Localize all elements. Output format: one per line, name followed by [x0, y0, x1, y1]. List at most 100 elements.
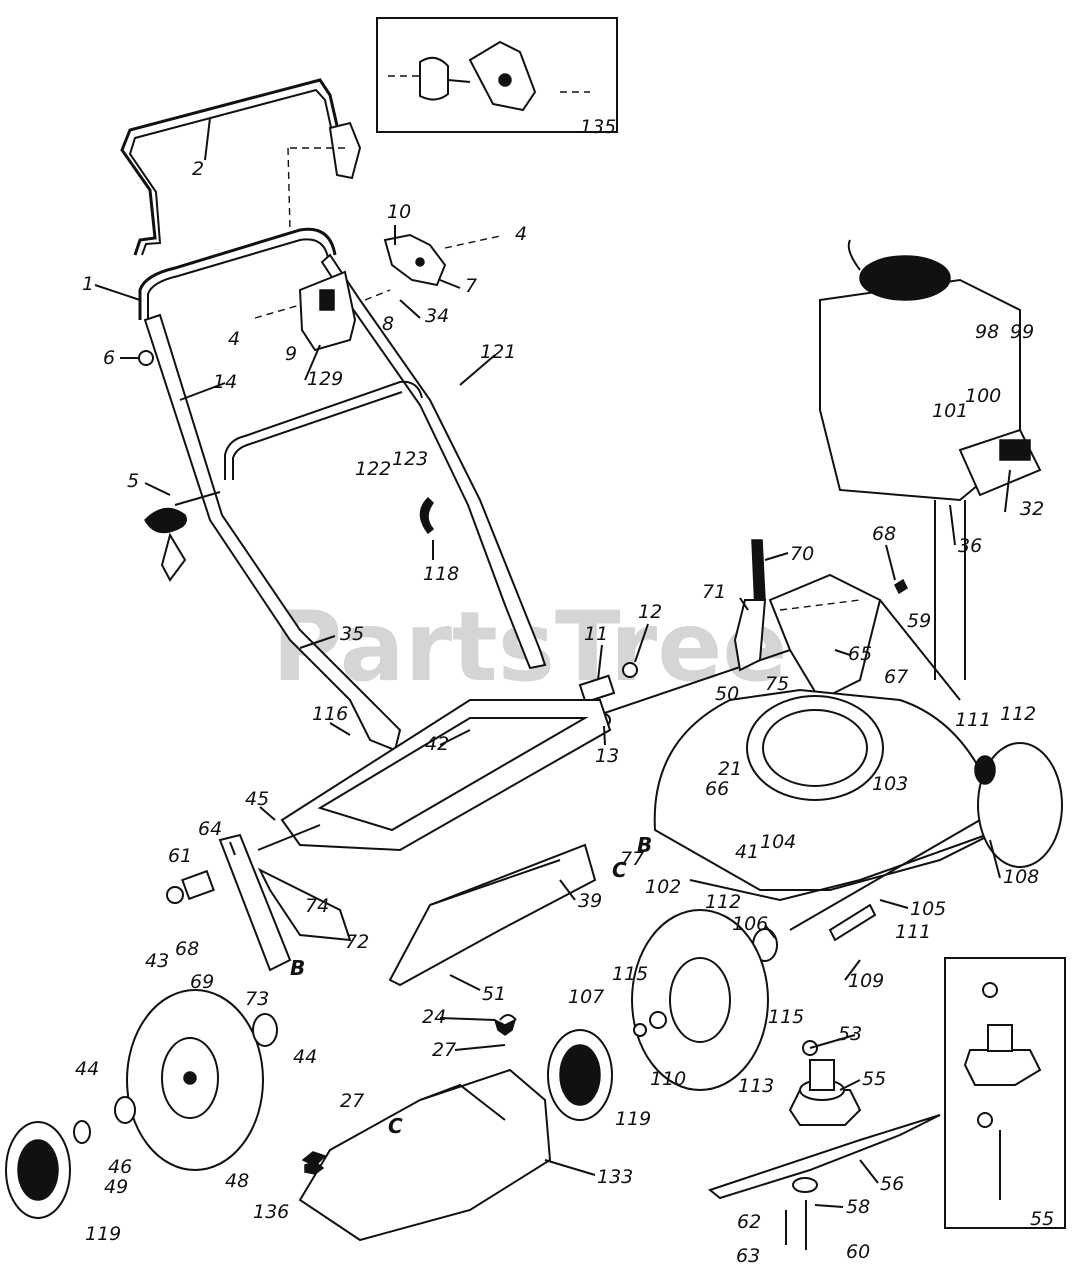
rear-wheel-left — [114, 989, 278, 1171]
part-label-43: 43 — [145, 950, 169, 972]
part-label-61: 61 — [168, 845, 192, 867]
part-label-103: 103 — [872, 773, 908, 795]
part-label-2: 2 — [192, 158, 204, 180]
part-label-55-inset: 55 — [1030, 1208, 1054, 1230]
part-label-c-deck: C — [612, 858, 627, 882]
part-label-75: 75 — [765, 673, 789, 695]
part-label-110: 110 — [650, 1068, 686, 1090]
part-label-53: 53 — [838, 1023, 862, 1045]
part-label-119-left: 119 — [85, 1223, 121, 1245]
inset-box-135 — [376, 17, 618, 133]
part-label-34: 34 — [425, 305, 449, 327]
part-label-24: 24 — [422, 1006, 446, 1028]
part-label-6: 6 — [103, 347, 115, 369]
part-label-35: 35 — [340, 623, 364, 645]
part-label-108: 108 — [1003, 866, 1039, 888]
part-label-1: 1 — [82, 273, 94, 295]
part-label-14: 14 — [213, 371, 237, 393]
part-label-68-top: 68 — [872, 523, 896, 545]
upper-handle — [120, 78, 362, 256]
part-label-44-right: 44 — [293, 1046, 317, 1068]
part-label-5: 5 — [127, 470, 139, 492]
hubcap-left — [5, 1120, 91, 1219]
lower-handle-left — [143, 313, 402, 752]
part-label-107: 107 — [568, 986, 604, 1008]
part-label-32: 32 — [1020, 498, 1044, 520]
part-label-136: 136 — [253, 1201, 289, 1223]
leader-lines — [94, 117, 1011, 1208]
part-label-72: 72 — [345, 931, 369, 953]
part-label-45: 45 — [245, 788, 269, 810]
part-label-21: 21 — [718, 758, 742, 780]
part-label-48: 48 — [225, 1170, 249, 1192]
part-label-62: 62 — [737, 1211, 761, 1233]
part-label-111-top: 111 — [955, 709, 991, 731]
part-label-123: 123 — [392, 448, 428, 470]
mower-deck — [653, 688, 1022, 902]
front-wheel — [631, 909, 769, 1091]
rear-wheel-right — [974, 742, 1063, 868]
part-label-66: 66 — [705, 778, 729, 800]
part-label-104: 104 — [760, 831, 796, 853]
part-label-46: 46 — [108, 1156, 132, 1178]
part-label-135: 135 — [580, 116, 616, 138]
part-label-49: 49 — [104, 1176, 128, 1198]
handle-crossbar — [224, 380, 423, 480]
part-label-122: 122 — [355, 458, 391, 480]
part-label-12: 12 — [638, 601, 662, 623]
part-label-119-center: 119 — [615, 1108, 651, 1130]
rear-flap — [298, 1014, 552, 1242]
throttle-bracket — [364, 233, 501, 301]
control-box — [254, 270, 357, 352]
part-label-50: 50 — [715, 683, 739, 705]
part-label-65: 65 — [848, 643, 872, 665]
blade — [707, 1114, 941, 1250]
part-label-41: 41 — [735, 841, 759, 863]
part-label-60: 60 — [846, 1241, 870, 1263]
handle-knob — [138, 350, 221, 582]
part-label-64: 64 — [198, 818, 222, 840]
part-label-39: 39 — [578, 890, 602, 912]
part-label-73: 73 — [245, 988, 269, 1010]
grass-bag-frame — [280, 699, 612, 852]
part-label-4-left: 4 — [228, 328, 240, 350]
part-label-118: 118 — [423, 563, 459, 585]
part-label-63: 63 — [736, 1245, 760, 1267]
height-adjuster-left — [166, 824, 352, 972]
part-label-102: 102 — [645, 876, 681, 898]
cable-clip — [419, 496, 435, 535]
part-label-55: 55 — [862, 1068, 886, 1090]
part-label-74: 74 — [305, 895, 329, 917]
part-label-4-top: 4 — [515, 223, 527, 245]
part-label-99: 99 — [1010, 321, 1034, 343]
part-label-113: 113 — [738, 1075, 774, 1097]
wing-nut-136 — [304, 1161, 325, 1175]
part-label-27-upper: 27 — [432, 1039, 456, 1061]
part-label-27-lower: 27 — [340, 1090, 364, 1112]
part-label-109: 109 — [848, 970, 884, 992]
hubcap-center — [547, 1029, 613, 1121]
part-label-9: 9 — [285, 343, 297, 365]
part-label-106: 106 — [732, 913, 768, 935]
part-label-13: 13 — [595, 745, 619, 767]
part-label-42: 42 — [425, 733, 449, 755]
part-label-67: 67 — [884, 666, 908, 688]
lower-handle-right — [320, 253, 547, 670]
part-label-7: 7 — [465, 275, 477, 297]
part-label-77: 77 — [620, 848, 644, 870]
part-label-44-left: 44 — [75, 1058, 99, 1080]
part-label-115-left: 115 — [612, 963, 648, 985]
inset-box-55 — [944, 957, 1066, 1229]
part-label-121: 121 — [480, 341, 516, 363]
part-number-labels: 1 2 4 4 5 6 7 8 9 10 11 12 13 14 21 24 2… — [75, 116, 1054, 1267]
part-label-105: 105 — [910, 898, 946, 920]
part-label-111-bottom: 111 — [895, 921, 931, 943]
wing-nut-24 — [493, 1018, 517, 1036]
engine — [819, 239, 1042, 680]
part-label-10: 10 — [387, 201, 411, 223]
part-label-58: 58 — [846, 1196, 870, 1218]
part-label-71: 71 — [702, 581, 726, 603]
part-label-112-top: 112 — [1000, 703, 1036, 725]
